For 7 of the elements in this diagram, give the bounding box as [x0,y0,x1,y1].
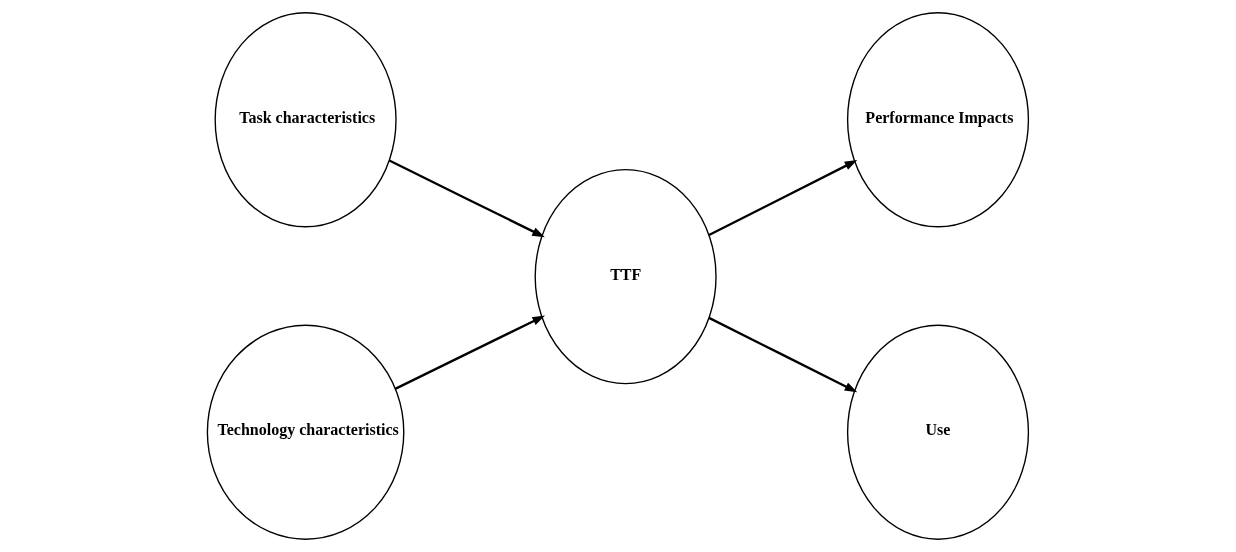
node-circle: Technology characteristics [206,324,405,540]
arrow [708,316,858,393]
arrow [388,159,545,238]
node-ellipse: TTF [534,168,717,385]
arrow [394,315,545,390]
node-ellipse: Task characteristics [214,12,397,228]
arrow [708,160,858,236]
